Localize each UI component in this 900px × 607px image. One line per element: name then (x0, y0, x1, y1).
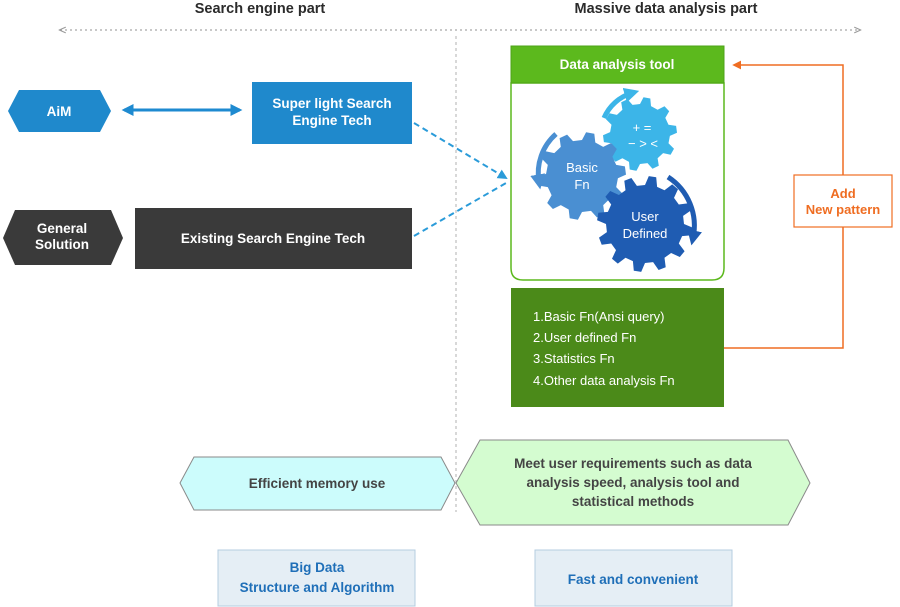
existing-engine-label: Existing Search Engine Tech (181, 231, 365, 246)
user-defined-gear-label-line2: Defined (623, 226, 668, 241)
operators-gear-label-line1: + = (633, 120, 652, 135)
requirements-hexagon (455, 439, 811, 526)
operators-gear-label-line2: − > < (628, 136, 658, 151)
basic-fn-gear-label-line1: Basic (566, 160, 598, 175)
general-solution-label-line1: General (37, 221, 87, 236)
add-pattern-label-line2: New pattern (806, 202, 880, 217)
existing-to-tool-connector (413, 182, 507, 237)
memory-label: Efficient memory use (249, 476, 386, 491)
aim-hexagon (8, 90, 111, 132)
function-list-item: 3.Statistics Fn (533, 351, 615, 366)
data-analysis-part-heading: Massive data analysis part (575, 1, 758, 17)
aim-label: AiM (47, 104, 72, 119)
general-solution-label-line2: Solution (35, 237, 89, 252)
operators-gear-icon (603, 97, 677, 171)
operators-rotation-arrow-icon (601, 87, 640, 120)
basic-fn-gear-label-line2: Fn (574, 177, 589, 192)
super-light-engine-label-line2: Engine Tech (292, 113, 371, 128)
function-list-box (511, 288, 724, 407)
user-rotation-arrow-icon (666, 174, 702, 246)
add-pattern-label-line1: Add (830, 186, 855, 201)
super-light-engine-box (252, 82, 412, 144)
existing-engine-box (135, 208, 412, 269)
big-data-label-line1: Big Data (290, 560, 345, 575)
general-solution-hexagon (3, 210, 123, 265)
function-list-item: 1.Basic Fn(Ansi query) (533, 309, 665, 324)
function-list-item: 4.Other data analysis Fn (533, 373, 675, 388)
function-list-item: 2.User defined Fn (533, 330, 636, 345)
big-data-label-line2: Structure and Algorithm (240, 580, 395, 595)
requirements-label-line2: analysis speed, analysis tool and (526, 475, 739, 490)
data-analysis-tool-header (510, 45, 725, 84)
user-defined-gear-icon (597, 176, 693, 272)
super-light-engine-label-line1: Super light Search (272, 96, 391, 111)
requirements-label-line3: statistical methods (572, 494, 694, 509)
requirements-label-line1: Meet user requirements such as data (514, 456, 752, 471)
fast-convenient-label: Fast and convenient (568, 572, 699, 587)
basic-rotation-arrow-icon (530, 132, 558, 190)
data-analysis-tool-title: Data analysis tool (560, 57, 675, 72)
super-light-to-tool-connector (413, 122, 508, 180)
add-pattern-box (793, 174, 893, 228)
big-data-box (217, 549, 416, 607)
user-defined-gear-label-line1: User (631, 209, 659, 224)
fast-convenient-box (534, 549, 733, 607)
basic-fn-gear-icon (538, 132, 626, 220)
memory-hexagon (179, 456, 456, 511)
search-engine-part-heading: Search engine part (195, 1, 326, 17)
